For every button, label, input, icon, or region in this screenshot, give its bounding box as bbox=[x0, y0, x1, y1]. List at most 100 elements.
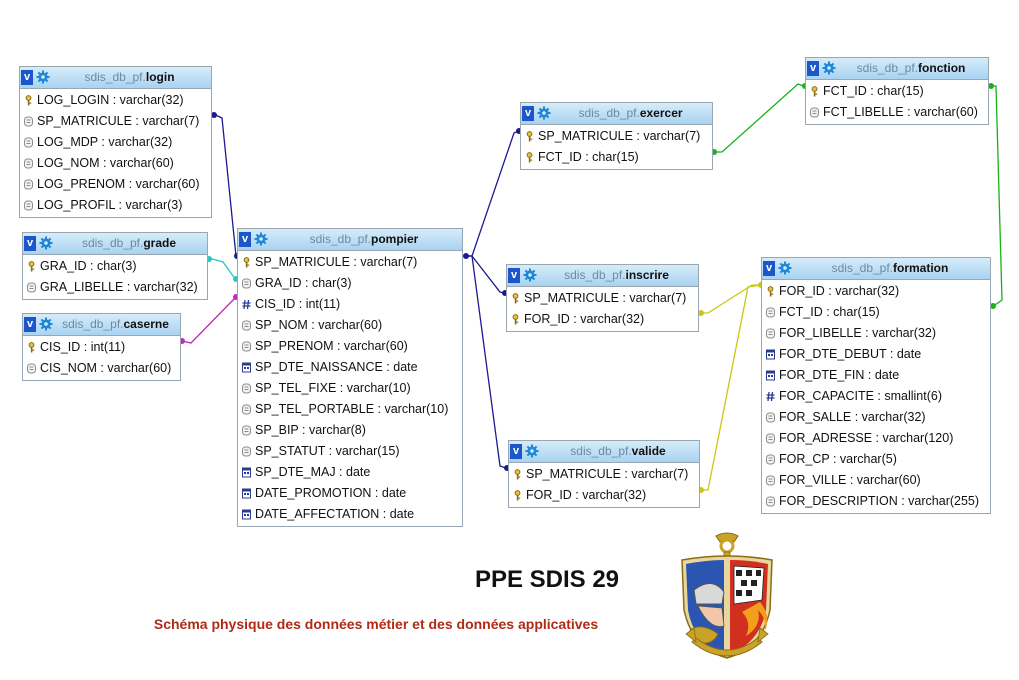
table-header[interactable]: v sdis_db_pf.valide bbox=[509, 441, 699, 463]
gear-icon[interactable] bbox=[525, 444, 540, 459]
table-header[interactable]: v sdis_db_pf.login bbox=[20, 67, 211, 89]
column-row[interactable]: FOR_ID : varchar(32) bbox=[509, 485, 699, 506]
column-label: FOR_DESCRIPTION : varchar(255) bbox=[779, 494, 980, 508]
key-icon bbox=[510, 288, 522, 309]
column-row[interactable]: GRA_ID : char(3) bbox=[238, 273, 462, 294]
column-row[interactable]: SP_TEL_FIXE : varchar(10) bbox=[238, 378, 462, 399]
column-label: FOR_CP : varchar(5) bbox=[779, 452, 897, 466]
table-formation[interactable]: v sdis_db_pf.formation FOR_ID : varchar(… bbox=[761, 257, 991, 514]
column-label: FOR_ID : varchar(32) bbox=[526, 488, 647, 502]
column-row[interactable]: CIS_ID : int(11) bbox=[238, 294, 462, 315]
column-row[interactable]: FCT_ID : char(15) bbox=[806, 81, 988, 102]
collapse-toggle-icon[interactable]: v bbox=[522, 106, 534, 121]
gear-icon[interactable] bbox=[537, 106, 552, 121]
column-row[interactable]: SP_DTE_MAJ : date bbox=[238, 462, 462, 483]
table-caserne[interactable]: v sdis_db_pf.caserne CIS_ID : int(11)CIS… bbox=[22, 313, 181, 381]
gear-icon[interactable] bbox=[39, 236, 54, 251]
column-row[interactable]: DATE_AFFECTATION : date bbox=[238, 504, 462, 525]
column-row[interactable]: FOR_CAPACITE : smallint(6) bbox=[762, 386, 990, 407]
table-inscrire[interactable]: v sdis_db_pf.inscrire SP_MATRICULE : var… bbox=[506, 264, 699, 332]
collapse-toggle-icon[interactable]: v bbox=[21, 70, 33, 85]
column-row[interactable]: CIS_ID : int(11) bbox=[23, 337, 180, 358]
table-pompier[interactable]: v sdis_db_pf.pompier SP_MATRICULE : varc… bbox=[237, 228, 463, 527]
column-row[interactable]: SP_DTE_NAISSANCE : date bbox=[238, 357, 462, 378]
column-row[interactable]: SP_BIP : varchar(8) bbox=[238, 420, 462, 441]
column-row[interactable]: SP_MATRICULE : varchar(7) bbox=[507, 288, 698, 309]
column-label: LOG_LOGIN : varchar(32) bbox=[37, 93, 184, 107]
link-endpoint bbox=[211, 112, 217, 118]
column-row[interactable]: SP_NOM : varchar(60) bbox=[238, 315, 462, 336]
column-row[interactable]: FOR_DTE_FIN : date bbox=[762, 365, 990, 386]
column-row[interactable]: GRA_LIBELLE : varchar(32) bbox=[23, 277, 207, 298]
table-fonction[interactable]: v sdis_db_pf.fonction FCT_ID : char(15)F… bbox=[805, 57, 989, 125]
column-row[interactable]: SP_MATRICULE : varchar(7) bbox=[20, 111, 211, 132]
column-row[interactable]: SP_STATUT : varchar(15) bbox=[238, 441, 462, 462]
column-row[interactable]: FOR_ADRESSE : varchar(120) bbox=[762, 428, 990, 449]
table-header[interactable]: v sdis_db_pf.pompier bbox=[238, 229, 462, 251]
column-row[interactable]: FCT_ID : char(15) bbox=[762, 302, 990, 323]
table-header[interactable]: v sdis_db_pf.fonction bbox=[806, 58, 988, 80]
column-label: CIS_ID : int(11) bbox=[255, 297, 341, 311]
table-header[interactable]: v sdis_db_pf.grade bbox=[23, 233, 207, 255]
link-grade-pompier bbox=[208, 257, 237, 281]
collapse-toggle-icon[interactable]: v bbox=[239, 232, 251, 247]
column-row[interactable]: FOR_DESCRIPTION : varchar(255) bbox=[762, 491, 990, 512]
key-icon bbox=[26, 256, 38, 277]
table-header[interactable]: v sdis_db_pf.inscrire bbox=[507, 265, 698, 287]
column-row[interactable]: LOG_NOM : varchar(60) bbox=[20, 153, 211, 174]
gear-icon[interactable] bbox=[39, 317, 54, 332]
column-row[interactable]: FOR_ID : varchar(32) bbox=[762, 281, 990, 302]
column-label: SP_NOM : varchar(60) bbox=[255, 318, 383, 332]
collapse-toggle-icon[interactable]: v bbox=[807, 61, 819, 76]
gear-icon[interactable] bbox=[36, 70, 51, 85]
collapse-toggle-icon[interactable]: v bbox=[24, 236, 36, 251]
column-row[interactable]: LOG_PRENOM : varchar(60) bbox=[20, 174, 211, 195]
column-row[interactable]: FCT_ID : char(15) bbox=[521, 147, 712, 168]
text-column-icon bbox=[241, 420, 253, 441]
text-column-icon bbox=[23, 195, 35, 216]
column-row[interactable]: SP_MATRICULE : varchar(7) bbox=[509, 464, 699, 485]
column-row[interactable]: FOR_VILLE : varchar(60) bbox=[762, 470, 990, 491]
text-column-icon bbox=[241, 378, 253, 399]
column-row[interactable]: FOR_SALLE : varchar(32) bbox=[762, 407, 990, 428]
table-header[interactable]: v sdis_db_pf.formation bbox=[762, 258, 990, 280]
gear-icon[interactable] bbox=[254, 232, 269, 247]
collapse-toggle-icon[interactable]: v bbox=[510, 444, 522, 459]
table-valide[interactable]: v sdis_db_pf.valide SP_MATRICULE : varch… bbox=[508, 440, 700, 508]
table-login[interactable]: v sdis_db_pf.login LOG_LOGIN : varchar(3… bbox=[19, 66, 212, 218]
link-inscrire-formation bbox=[700, 284, 762, 314]
column-row[interactable]: GRA_ID : char(3) bbox=[23, 256, 207, 277]
table-header[interactable]: v sdis_db_pf.exercer bbox=[521, 103, 712, 125]
column-row[interactable]: SP_MATRICULE : varchar(7) bbox=[521, 126, 712, 147]
column-row[interactable]: FOR_CP : varchar(5) bbox=[762, 449, 990, 470]
column-row[interactable]: SP_PRENOM : varchar(60) bbox=[238, 336, 462, 357]
column-row[interactable]: CIS_NOM : varchar(60) bbox=[23, 358, 180, 379]
column-row[interactable]: DATE_PROMOTION : date bbox=[238, 483, 462, 504]
link-exercer-fonction bbox=[714, 83, 807, 153]
collapse-toggle-icon[interactable]: v bbox=[24, 317, 36, 332]
column-row[interactable]: SP_TEL_PORTABLE : varchar(10) bbox=[238, 399, 462, 420]
column-row[interactable]: SP_MATRICULE : varchar(7) bbox=[238, 252, 462, 273]
database-prefix: sdis_db_pf. bbox=[856, 61, 919, 75]
column-row[interactable]: FOR_DTE_DEBUT : date bbox=[762, 344, 990, 365]
column-row[interactable]: LOG_LOGIN : varchar(32) bbox=[20, 90, 211, 111]
column-row[interactable]: FOR_ID : varchar(32) bbox=[507, 309, 698, 330]
table-exercer[interactable]: v sdis_db_pf.exercer SP_MATRICULE : varc… bbox=[520, 102, 713, 170]
date-column-icon bbox=[241, 462, 253, 483]
key-icon bbox=[524, 147, 536, 168]
link-endpoint bbox=[463, 253, 469, 259]
collapse-toggle-icon[interactable]: v bbox=[763, 261, 775, 276]
column-row[interactable]: FCT_LIBELLE : varchar(60) bbox=[806, 102, 988, 123]
collapse-toggle-icon[interactable]: v bbox=[508, 268, 520, 283]
column-row[interactable]: FOR_LIBELLE : varchar(32) bbox=[762, 323, 990, 344]
database-prefix: sdis_db_pf. bbox=[564, 268, 626, 282]
gear-icon[interactable] bbox=[778, 261, 793, 276]
table-grade[interactable]: v sdis_db_pf.grade GRA_ID : char(3)GRA_L… bbox=[22, 232, 208, 300]
sdis-29-emblem-icon bbox=[681, 532, 773, 659]
column-row[interactable]: LOG_MDP : varchar(32) bbox=[20, 132, 211, 153]
column-label: DATE_PROMOTION : date bbox=[255, 486, 407, 500]
gear-icon[interactable] bbox=[822, 61, 837, 76]
column-row[interactable]: LOG_PROFIL : varchar(3) bbox=[20, 195, 211, 216]
gear-icon[interactable] bbox=[523, 268, 538, 283]
table-header[interactable]: v sdis_db_pf.caserne bbox=[23, 314, 180, 336]
